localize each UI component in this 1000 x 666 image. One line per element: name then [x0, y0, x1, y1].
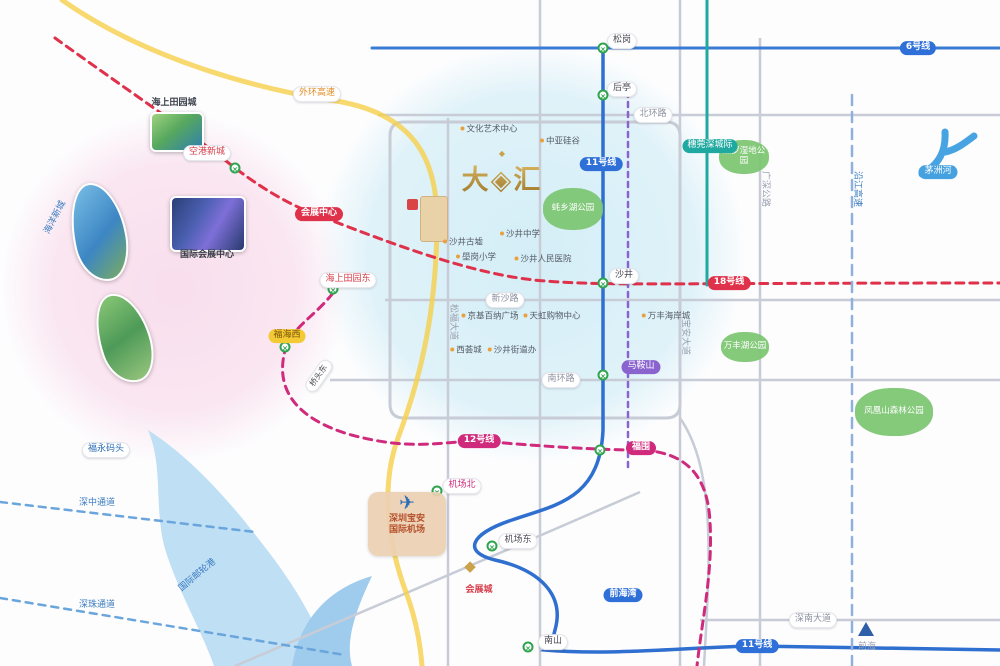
- shenzhu-corridor: [0, 596, 347, 657]
- outer-ring-expressway: [59, 0, 440, 666]
- coastal-diagonal-road: [234, 490, 641, 666]
- maozhou-river-icon: [918, 128, 978, 178]
- project-logo: ◆ 大◈汇: [446, 150, 558, 197]
- shenzhong-corridor: [0, 500, 257, 534]
- building-icon: [420, 196, 448, 242]
- expo-city-icon: ◆: [464, 557, 476, 575]
- metro-line-11: [472, 43, 1000, 654]
- sea-area: [148, 430, 332, 666]
- landmark-icon: [407, 199, 418, 210]
- airport-landmark: ✈ 深圳宝安 国际机场: [368, 492, 446, 556]
- metro-line-12: [281, 291, 712, 666]
- airport-name-line2: 国际机场: [388, 525, 425, 536]
- airport-name-line1: 深圳宝安: [388, 514, 425, 524]
- river-channel: [292, 576, 372, 666]
- inner-ring-road: [388, 120, 682, 420]
- project-logo-text: 大◈汇: [446, 158, 558, 197]
- ocean-new-town-zone: [0, 112, 348, 464]
- sparkle-icon: ◆: [498, 149, 506, 158]
- south-curve-road: [678, 417, 710, 666]
- airplane-icon: ✈: [399, 492, 415, 514]
- qianhai-icon: [858, 622, 874, 636]
